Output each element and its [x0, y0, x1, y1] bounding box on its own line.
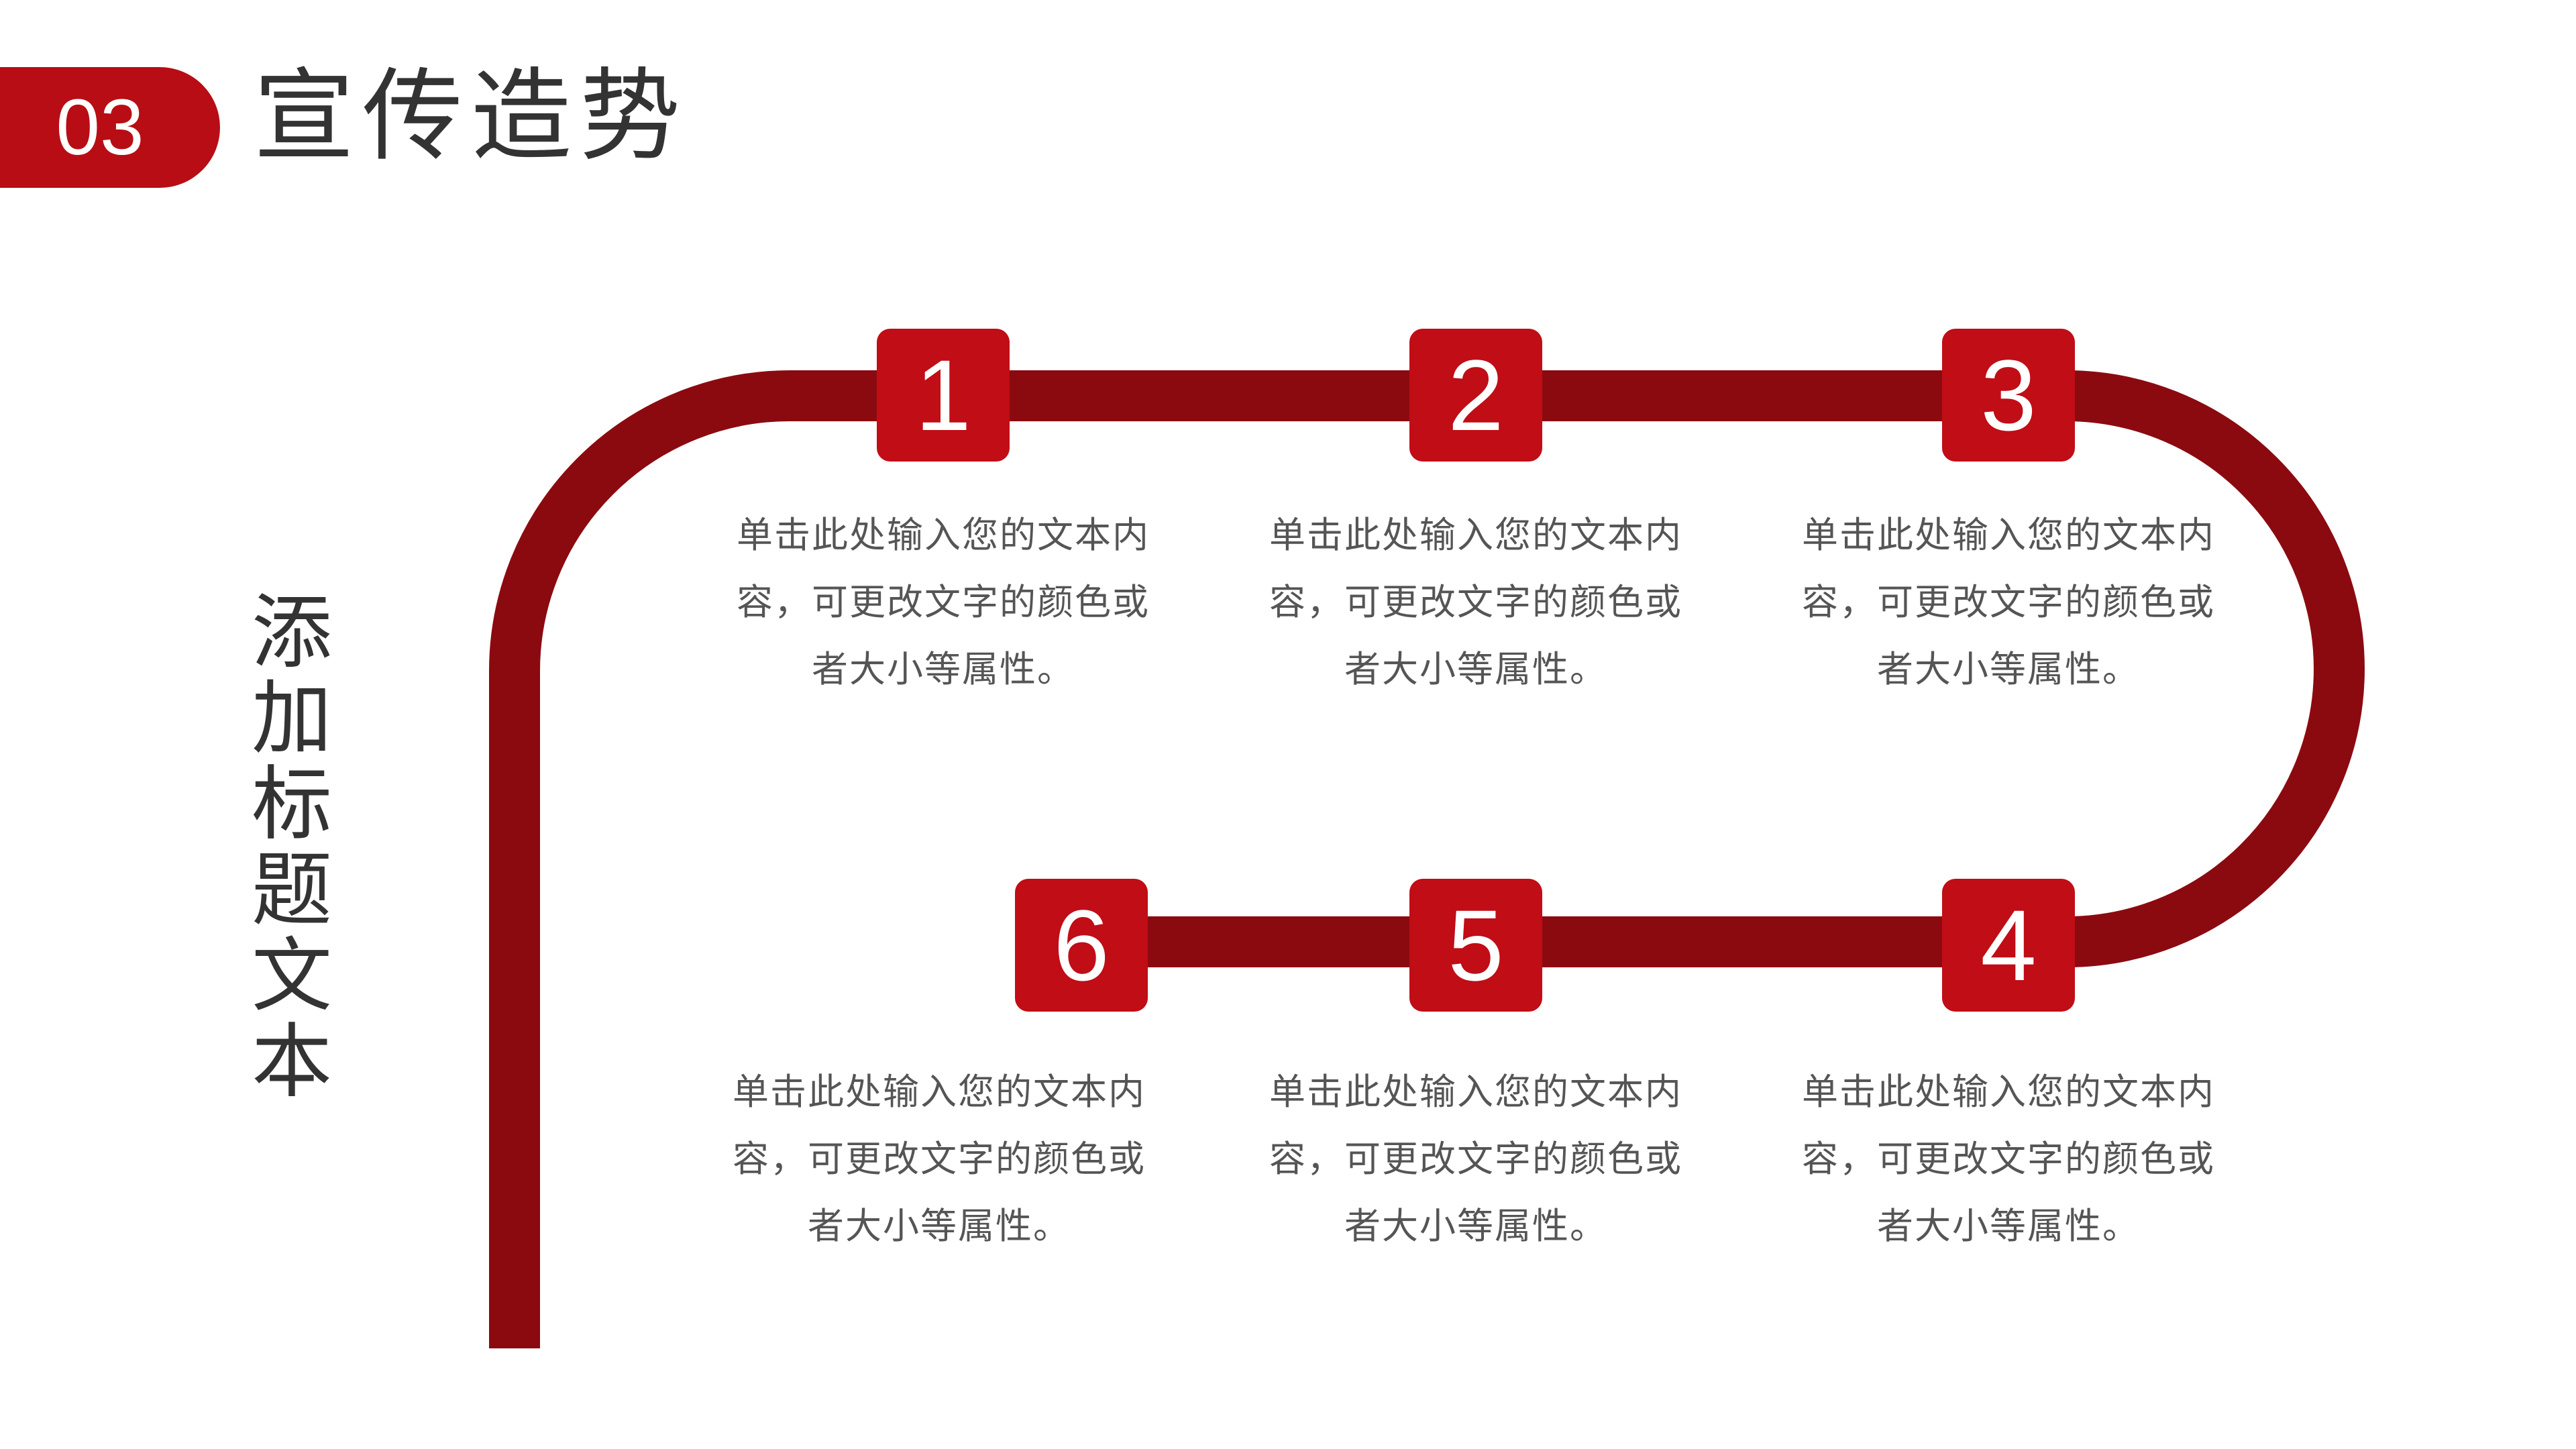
step-text-3: 单击此处输入您的文本内容，可更改文字的颜色或者大小等属性。	[1802, 514, 2215, 690]
step-badge-6: 6	[1015, 879, 1148, 1012]
step-badge-2: 2	[1409, 329, 1542, 462]
step-text-2: 单击此处输入您的文本内容，可更改文字的颜色或者大小等属性。	[1269, 514, 1682, 690]
step-badge-4: 4	[1942, 879, 2075, 1012]
section-number-tab: 03	[0, 67, 220, 188]
step-badge-5: 5	[1409, 879, 1542, 1012]
section-number: 03	[56, 83, 144, 172]
step-badge-3: 3	[1942, 329, 2075, 462]
vertical-heading: 添加标题文本	[252, 586, 332, 1109]
section-title: 宣传造势	[254, 58, 689, 175]
step-text-5: 单击此处输入您的文本内容，可更改文字的颜色或者大小等属性。	[1269, 1071, 1682, 1247]
step-text-4: 单击此处输入您的文本内容，可更改文字的颜色或者大小等属性。	[1802, 1071, 2215, 1247]
step-text-1: 单击此处输入您的文本内容，可更改文字的颜色或者大小等属性。	[737, 514, 1150, 690]
step-badge-1: 1	[877, 329, 1010, 462]
step-text-6: 单击此处输入您的文本内容，可更改文字的颜色或者大小等属性。	[733, 1071, 1146, 1247]
process-path-line	[489, 370, 2365, 1348]
